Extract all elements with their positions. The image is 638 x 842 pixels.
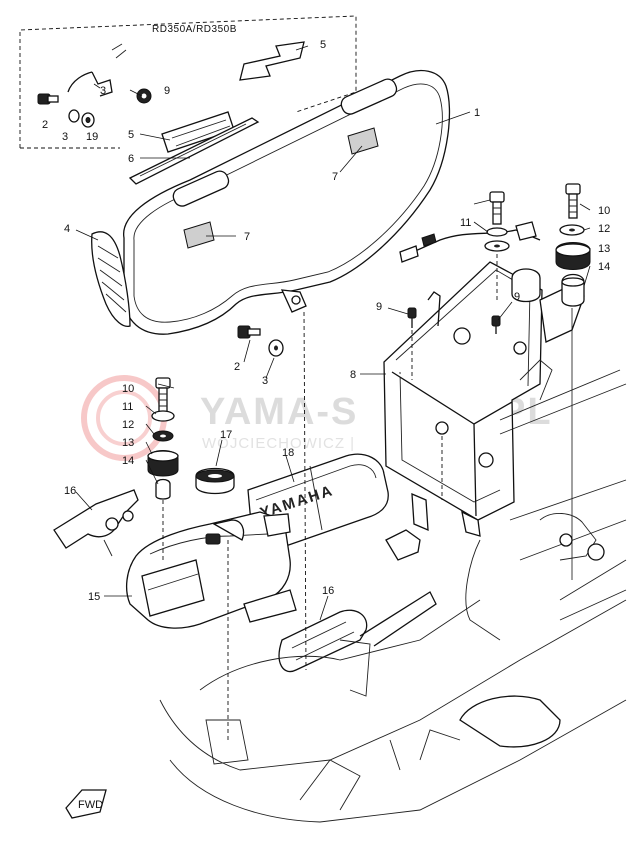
mount-stack-right	[555, 183, 591, 580]
battery-bracket	[383, 221, 585, 537]
label-14a: 14	[598, 261, 610, 273]
label-13a: 13	[598, 243, 610, 255]
decals	[128, 111, 260, 185]
label-12b: 12	[122, 419, 134, 431]
label-7a: 7	[332, 171, 338, 183]
label-19: 19	[86, 131, 98, 143]
label-8: 8	[350, 369, 356, 381]
label-5a: 5	[320, 39, 326, 51]
watermark-brand: YAMA-S	[200, 391, 358, 433]
leader-lines	[75, 45, 591, 621]
side-cover	[123, 69, 451, 335]
label-17: 17	[220, 429, 232, 441]
label-11a: 11	[460, 217, 471, 229]
assembly-lines	[162, 254, 498, 740]
label-3b: 3	[100, 85, 106, 97]
part-labels: 1 2 2 3 3 3 4 5 5 6 7 7 8 9 9 9 10 10 11…	[42, 39, 610, 603]
frame-outline	[159, 359, 627, 823]
mount-stack-left	[147, 377, 179, 500]
label-15: 15	[88, 591, 100, 603]
label-16b: 16	[322, 585, 334, 597]
variant-inset: RD350A/RD350B	[19, 15, 357, 149]
label-14b: 14	[122, 455, 134, 467]
watermark: YAMA-S PL WOJCIECHOWICZ |	[81, 375, 551, 461]
label-4: 4	[64, 223, 70, 235]
label-3c: 3	[262, 375, 268, 387]
label-2b: 2	[234, 361, 240, 373]
label-2a: 2	[42, 119, 48, 131]
watermark-line2: WOJCIECHOWICZ |	[202, 435, 355, 452]
label-13b: 13	[122, 437, 134, 449]
label-12a: 12	[598, 223, 610, 235]
vent-grille	[91, 231, 131, 328]
label-16a: 16	[64, 485, 76, 497]
label-10b: 10	[122, 383, 134, 395]
label-10a: 10	[598, 205, 610, 217]
rubber-damper	[195, 467, 235, 495]
rear-housing	[125, 511, 297, 629]
label-9c: 9	[514, 291, 520, 303]
label-3a: 3	[62, 131, 68, 143]
label-11b: 11	[122, 401, 133, 413]
label-1: 1	[474, 107, 480, 119]
label-7b: 7	[244, 231, 250, 243]
label-6: 6	[128, 153, 134, 165]
label-5b: 5	[128, 129, 134, 141]
variant-label: RD350A/RD350B	[152, 24, 237, 35]
bracket-left	[53, 489, 139, 557]
label-9a: 9	[164, 85, 170, 97]
bolt-washer-mid	[237, 325, 284, 357]
strap-right	[278, 591, 437, 673]
mount-stack-mid	[484, 191, 510, 252]
label-9b: 9	[376, 301, 382, 313]
label-18: 18	[282, 447, 294, 459]
front-badge: FWD	[65, 789, 107, 819]
front-badge-text: FWD	[78, 799, 103, 811]
